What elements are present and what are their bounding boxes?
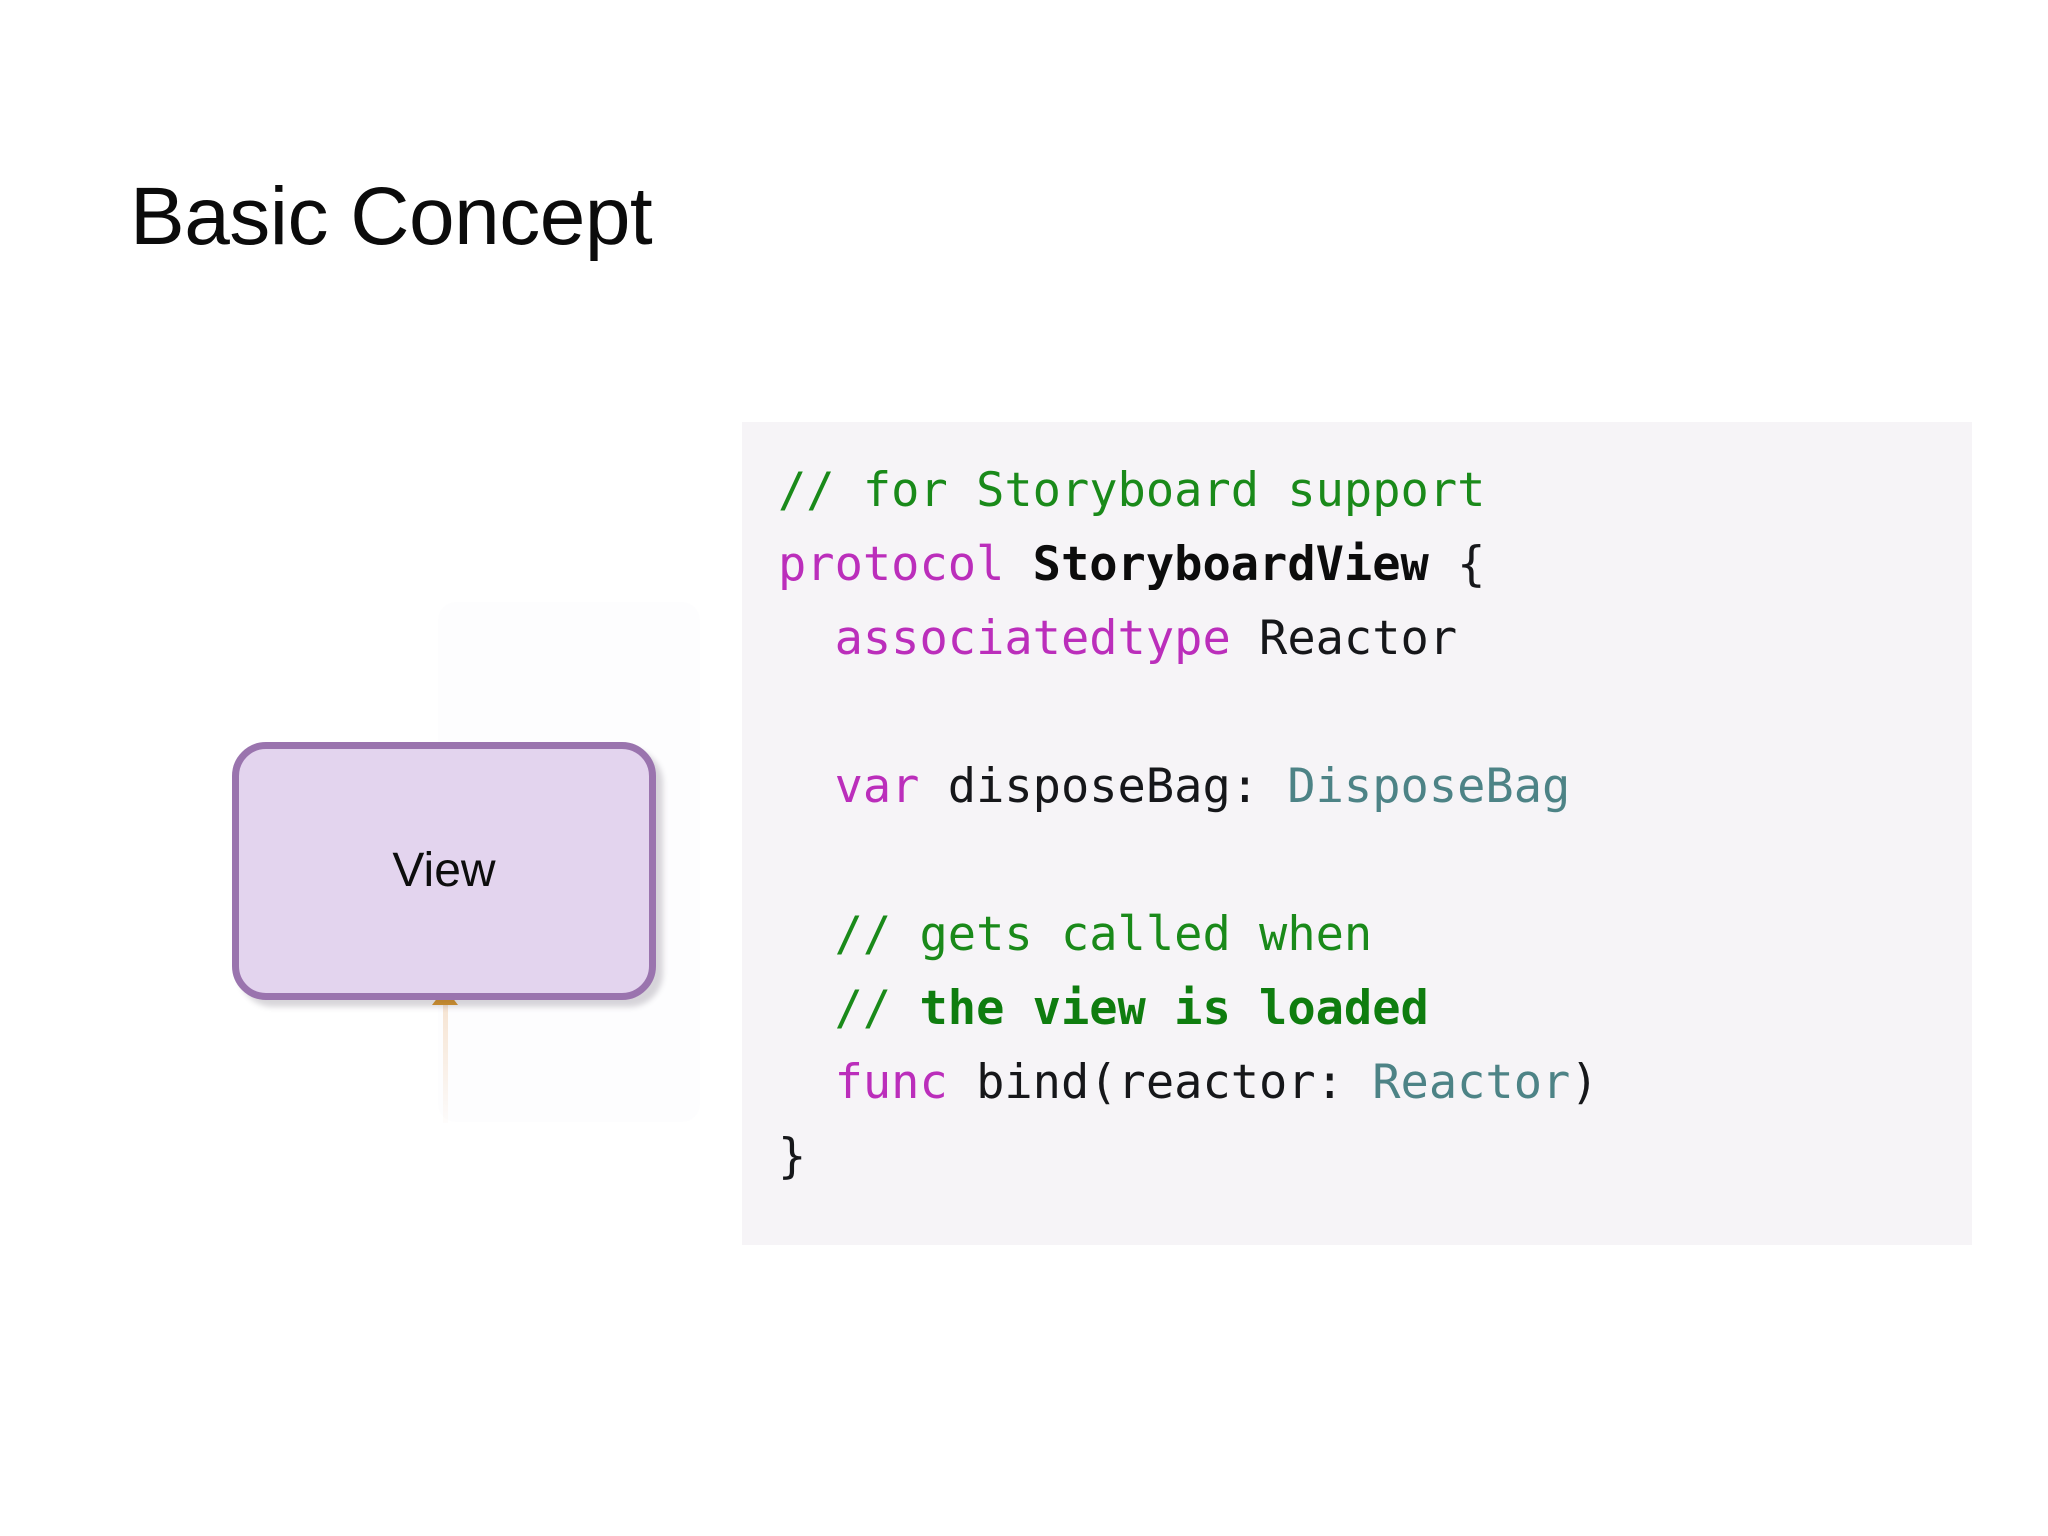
code-line xyxy=(778,824,1972,898)
code-token-comment: // xyxy=(778,981,920,1036)
code-token-type: DisposeBag xyxy=(1287,759,1571,814)
code-line: var disposeBag: DisposeBag xyxy=(778,750,1972,824)
code-line xyxy=(778,676,1972,750)
code-lines: // for Storyboard support protocol Storyb… xyxy=(778,454,1972,1194)
code-token-keyword: associatedtype xyxy=(778,611,1260,666)
code-token-bold: StoryboardView xyxy=(1032,537,1429,592)
code-token-plain: { xyxy=(1428,537,1486,592)
diagram-node-view[interactable]: View xyxy=(232,742,656,1000)
code-block: // for Storyboard support protocol Storyb… xyxy=(742,422,1972,1245)
code-token-keyword: protocol xyxy=(778,537,1033,592)
code-token-plain: Reactor xyxy=(1259,611,1458,666)
code-token-keyword: func xyxy=(778,1055,977,1110)
code-token-plain: disposeBag: xyxy=(947,759,1288,814)
code-line: protocol StoryboardView { xyxy=(778,528,1972,602)
code-token-plain: bind(reactor: xyxy=(976,1055,1373,1110)
code-line: func bind(reactor: Reactor) xyxy=(778,1046,1972,1120)
page-title: Basic Concept xyxy=(130,170,653,262)
code-line: associatedtype Reactor xyxy=(778,602,1972,676)
code-token-comment: // for Storyboard support xyxy=(778,463,1486,518)
code-token-keyword: var xyxy=(778,759,948,814)
code-token-plain: ) xyxy=(1570,1055,1599,1110)
code-token-plain: } xyxy=(778,1129,807,1184)
code-line: } xyxy=(778,1120,1972,1194)
code-token-comment: // gets called when xyxy=(778,907,1373,962)
code-line: // gets called when xyxy=(778,898,1972,972)
code-token-plain xyxy=(778,685,806,740)
code-token-plain xyxy=(778,833,806,888)
code-token-comment-bold: the view is loaded xyxy=(919,981,1429,1036)
connector-line xyxy=(443,1005,448,1123)
code-line: // for Storyboard support xyxy=(778,454,1972,528)
diagram-node-view-label: View xyxy=(392,844,496,897)
code-line: // the view is loaded xyxy=(778,972,1972,1046)
code-token-type: Reactor xyxy=(1372,1055,1571,1110)
